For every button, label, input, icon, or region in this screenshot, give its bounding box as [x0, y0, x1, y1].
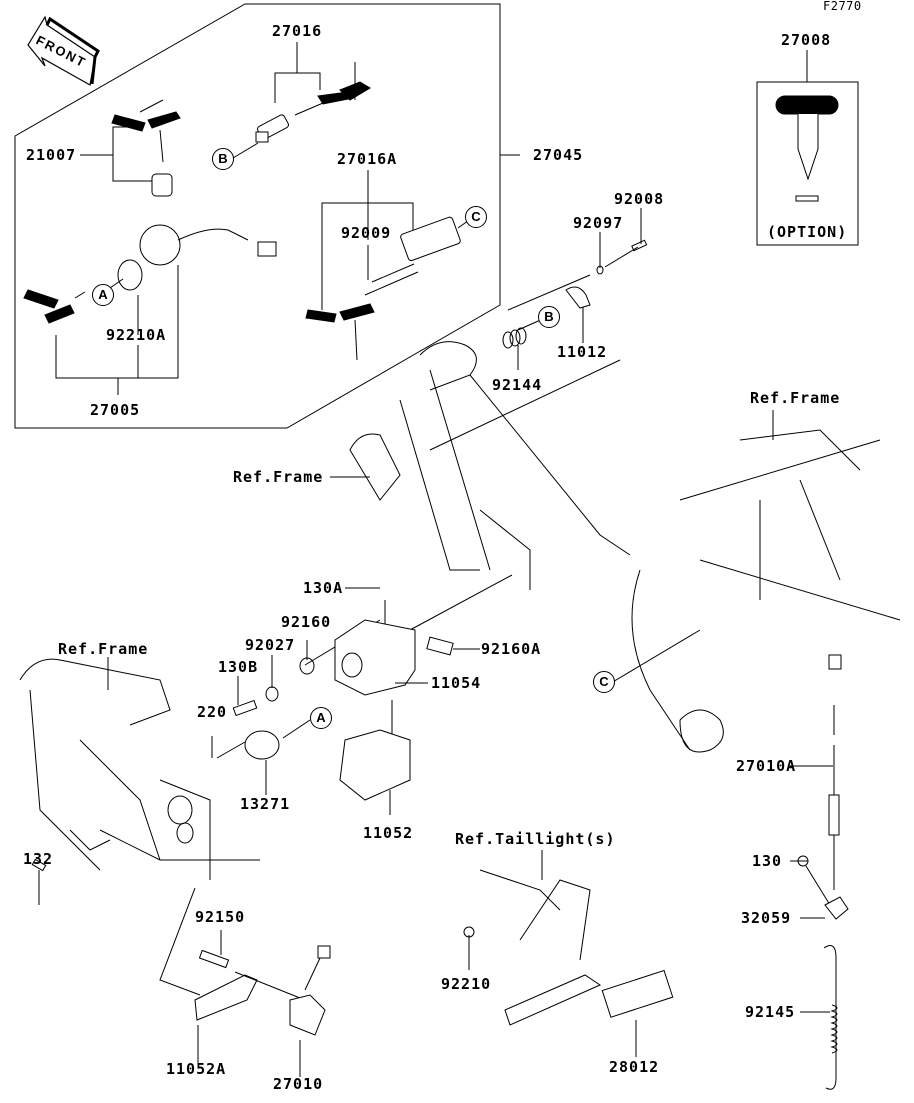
part-132[interactable]: 132 — [23, 850, 54, 868]
callout-b-mid: B — [538, 306, 560, 328]
callout-a-top: A — [92, 284, 114, 306]
switch-27016A — [305, 216, 473, 361]
clamp-11052 — [339, 729, 411, 801]
part-92009[interactable]: 92009 — [341, 224, 392, 242]
key-set-21007 — [111, 99, 181, 197]
key-set-27016 — [255, 62, 371, 143]
part-11012[interactable]: 11012 — [557, 343, 608, 361]
spring-92144 — [502, 327, 527, 349]
part-11054[interactable]: 11054 — [431, 674, 482, 692]
part-92210[interactable]: 92210 — [441, 975, 492, 993]
callout-a-mid: A — [310, 707, 332, 729]
part-11052[interactable]: 11052 — [363, 824, 414, 842]
part-92145[interactable]: 92145 — [745, 1003, 796, 1021]
part-13271[interactable]: 13271 — [240, 795, 291, 813]
part-28012[interactable]: 28012 — [609, 1058, 660, 1076]
connector-27010A — [828, 654, 842, 670]
screw-92008 — [631, 239, 648, 252]
part-11052A[interactable]: 11052A — [166, 1060, 227, 1078]
bolt-132 — [31, 858, 47, 872]
bolt-130 — [797, 855, 809, 867]
frame-right — [610, 410, 901, 753]
bolt-130B — [232, 699, 258, 717]
pad-92160A — [426, 636, 454, 656]
part-92160A[interactable]: 92160A — [481, 640, 542, 658]
part-92008[interactable]: 92008 — [614, 190, 665, 208]
part-27045[interactable]: 27045 — [533, 146, 584, 164]
part-92210A[interactable]: 92210A — [106, 326, 167, 344]
part-220[interactable]: 220 — [197, 703, 228, 721]
callout-c-top: C — [465, 206, 487, 228]
taillight-bracket — [479, 869, 602, 1026]
switch-27010 — [289, 945, 331, 1036]
washer-92097 — [596, 265, 604, 275]
part-27008[interactable]: 27008 — [781, 31, 832, 49]
grommet-92160 — [299, 657, 315, 675]
part-21007[interactable]: 21007 — [26, 146, 77, 164]
part-130B[interactable]: 130B — [218, 658, 259, 676]
key-27008 — [775, 95, 839, 202]
front-arrow-icon — [27, 15, 100, 86]
part-92160[interactable]: 92160 — [281, 613, 332, 631]
ignition-switch-27005 — [23, 224, 277, 324]
part-32059[interactable]: 32059 — [741, 909, 792, 927]
part-27010A[interactable]: 27010A — [736, 757, 797, 775]
reflector-28012 — [601, 969, 674, 1018]
part-92097[interactable]: 92097 — [573, 214, 624, 232]
ref-frame-left[interactable]: Ref.Frame — [58, 640, 149, 658]
part-92027[interactable]: 92027 — [245, 636, 296, 654]
washer-92027 — [265, 686, 279, 702]
ref-taillight[interactable]: Ref.Taillight(s) — [455, 830, 616, 848]
frame-center — [349, 341, 631, 631]
bracket-11012 — [565, 286, 591, 309]
kit-27045-boundary — [14, 3, 501, 429]
spring-92145 — [823, 945, 837, 1090]
nut-92210 — [463, 926, 475, 938]
part-92150[interactable]: 92150 — [195, 908, 246, 926]
part-27016[interactable]: 27016 — [272, 22, 323, 40]
option-label: (OPTION) — [767, 223, 848, 241]
callout-c-right: C — [593, 671, 615, 693]
callout-b-top: B — [212, 148, 234, 170]
part-130[interactable]: 130 — [752, 852, 783, 870]
part-27005[interactable]: 27005 — [90, 401, 141, 419]
bolt-92150 — [198, 949, 230, 969]
figure-id: F2770 — [823, 0, 862, 13]
part-130A[interactable]: 130A — [303, 579, 344, 597]
bracket-11052A — [194, 974, 258, 1021]
frame-left — [19, 657, 260, 880]
spring-coil — [830, 1004, 838, 1054]
holder-11054 — [334, 619, 416, 696]
part-27016A[interactable]: 27016A — [337, 150, 398, 168]
part-92144[interactable]: 92144 — [492, 376, 543, 394]
switch-27010A — [828, 794, 840, 836]
ref-frame-top[interactable]: Ref.Frame — [750, 389, 841, 407]
part-27010[interactable]: 27010 — [273, 1075, 324, 1093]
ref-frame-mid[interactable]: Ref.Frame — [233, 468, 324, 486]
plate-13271 — [244, 730, 280, 760]
clamp-32059 — [824, 896, 849, 920]
